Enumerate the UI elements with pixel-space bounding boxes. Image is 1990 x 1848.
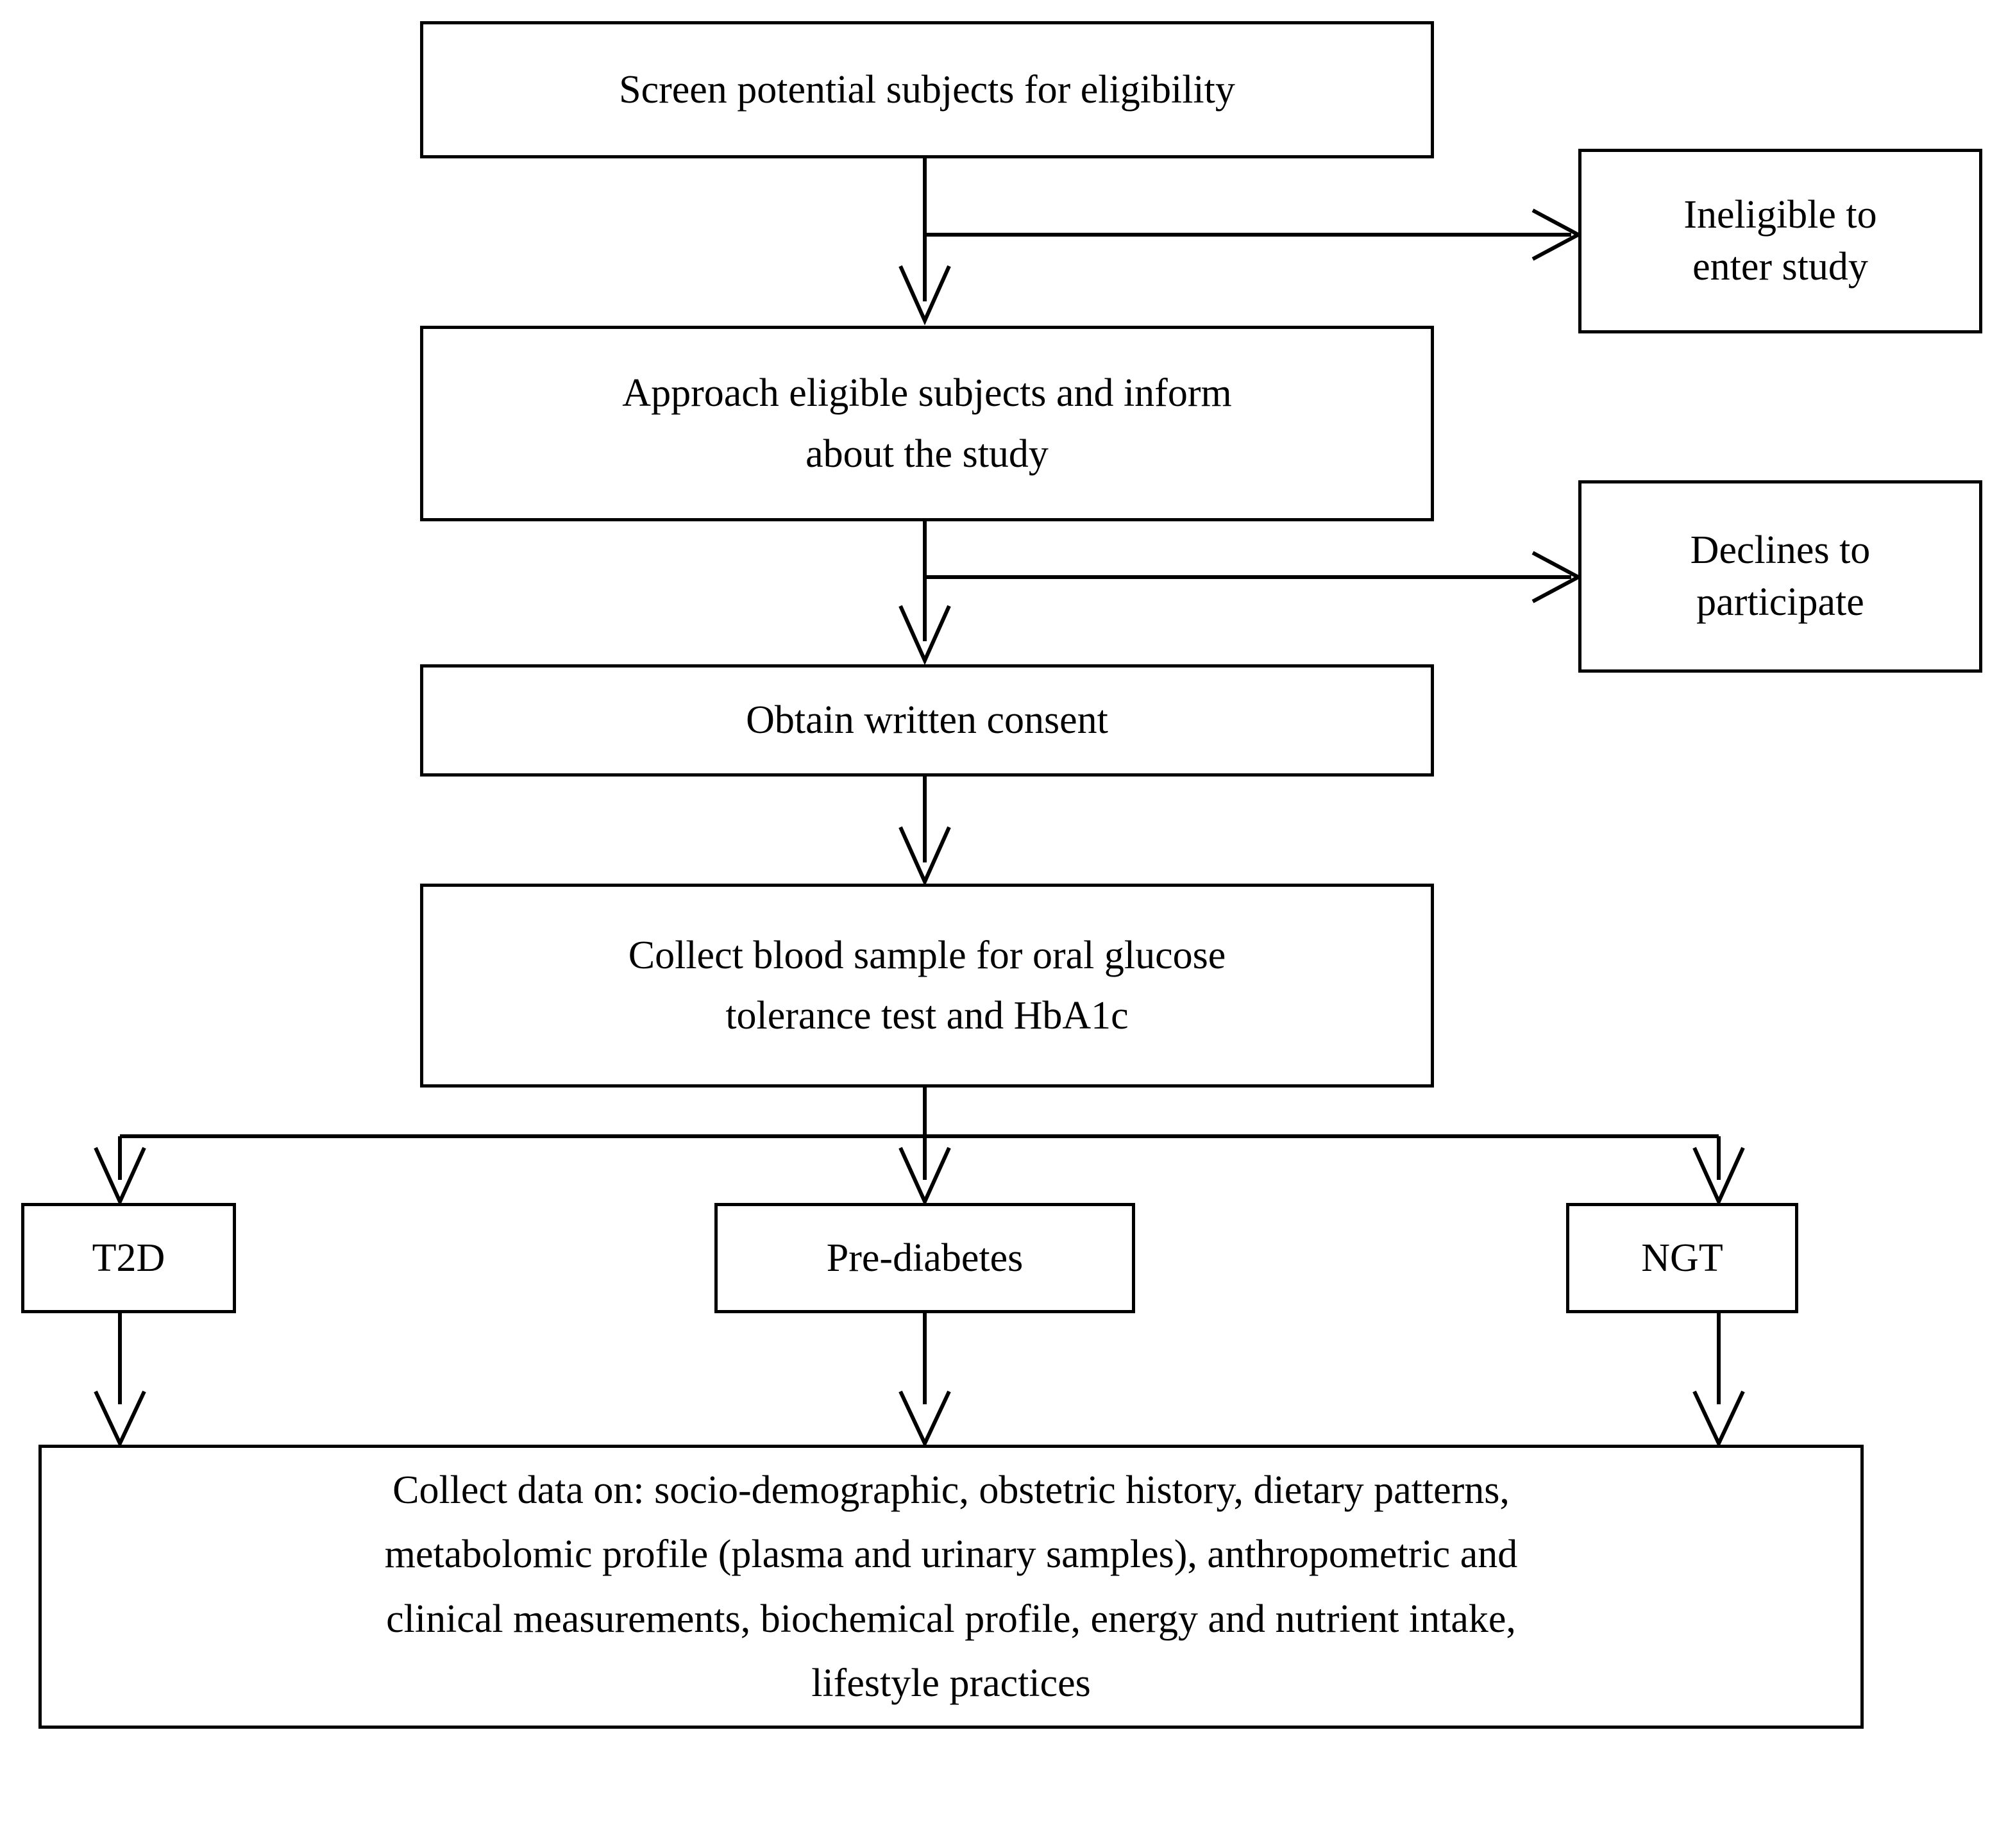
node-screen-potential-subjects[interactable]: Screen potential subjects for eligibilit… [420,21,1434,158]
node-t2d[interactable]: T2D [21,1203,236,1313]
connector-approach-to-declines [925,551,1583,603]
connector-bloodsample-to-prediabetes-arrowhead [898,1136,951,1207]
connector-bloodsample-split-bus [118,1088,1721,1180]
node-label: Collect blood sample for oral glucose to… [628,933,1226,1037]
node-label: NGT [1641,1236,1723,1280]
node-label: Declines to participate [1690,528,1871,624]
node-ngt[interactable]: NGT [1566,1203,1798,1313]
connector-bloodsample-to-t2d-arrowhead [94,1147,146,1207]
node-label: Ineligible to enter study [1683,193,1877,289]
node-label: Pre-diabetes [826,1236,1024,1280]
connector-prediabetes-to-collectdata [898,1313,951,1449]
node-label: Collect data on: socio-demographic, obst… [384,1468,1518,1705]
node-label: Obtain written consent [746,698,1108,743]
connector-bloodsample-to-ngt-arrowhead [1692,1147,1745,1207]
node-label: T2D [92,1236,165,1280]
connector-screen-to-approach [898,158,951,326]
connector-consent-to-bloodsample [898,777,951,887]
connector-ngt-to-collectdata [1692,1313,1745,1449]
node-collect-data[interactable]: Collect data on: socio-demographic, obst… [38,1445,1864,1729]
connector-t2d-to-collectdata [94,1313,146,1449]
connector-approach-to-consent [898,521,951,666]
node-pre-diabetes[interactable]: Pre-diabetes [714,1203,1135,1313]
connector-screen-to-ineligible [925,208,1583,261]
node-approach-eligible-subjects[interactable]: Approach eligible subjects and inform ab… [420,326,1434,521]
node-declines-to-participate[interactable]: Declines to participate [1578,480,1982,673]
node-ineligible-to-enter-study[interactable]: Ineligible to enter study [1578,149,1982,333]
node-obtain-written-consent[interactable]: Obtain written consent [420,664,1434,777]
node-collect-blood-sample[interactable]: Collect blood sample for oral glucose to… [420,884,1434,1088]
node-label: Screen potential subjects for eligibilit… [619,67,1235,112]
node-label: Approach eligible subjects and inform ab… [622,371,1232,476]
